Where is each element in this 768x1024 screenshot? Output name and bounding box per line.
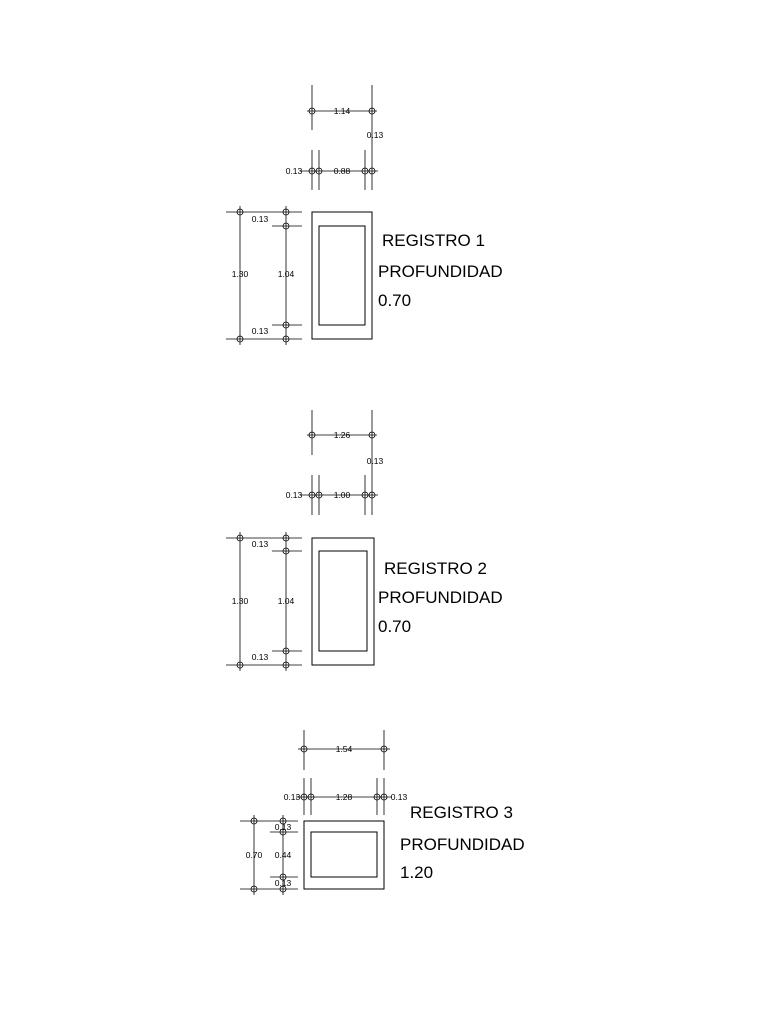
registro-3-wall-left-label: 0.13 (284, 792, 301, 802)
registro-2-wall-bottom-label: 0.13 (252, 652, 269, 662)
registro-3-overall-width-dim: 1.54 (298, 730, 390, 770)
registro-2-overall-width-dim: 1.26 (307, 410, 377, 455)
registro-1-title: REGISTRO 1 (382, 231, 485, 250)
registro-3-overall-height-dim: 0.70 (240, 815, 270, 895)
registro-3-overall-height-label: 0.70 (246, 850, 263, 860)
registro-3-title: REGISTRO 3 (410, 803, 513, 822)
registro-2-wall-top-label: 0.13 (252, 539, 269, 549)
registro-1: 1.14 0.13 0.88 0.13 1.30 (226, 85, 503, 345)
registro-1-overall-width-dim: 1.14 (307, 85, 377, 130)
registro-1-outer-wall (311, 211, 373, 340)
registro-1-wall-right-label: 0.13 (367, 130, 384, 140)
registro-3-depth-value: 1.20 (400, 863, 433, 882)
registro-2-wall-left-label: 0.13 (286, 490, 303, 500)
registro-2-wall-right-label: 0.13 (367, 456, 384, 466)
registro-2-inner-width-label: 1.00 (334, 490, 351, 500)
registro-1-depth-value: 0.70 (378, 291, 411, 310)
registro-2-depth-label: PROFUNDIDAD (378, 588, 503, 607)
registro-1-inner-height-label: 1.04 (278, 269, 295, 279)
registro-2-inner-wall (318, 550, 368, 652)
registro-2-outer-wall (311, 537, 375, 666)
registro-3-inner-width-label: 1.28 (336, 792, 353, 802)
registro-1-inner-width-label: 0.88 (334, 166, 351, 176)
registro-3-inner-height-label: 0.44 (275, 850, 292, 860)
registro-3-inner-wall (310, 831, 378, 878)
registro-3-inner-height-dim: 0.13 0.44 0.13 (270, 815, 298, 895)
registro-2-overall-width-label: 1.26 (334, 430, 351, 440)
registro-2-inner-width-dim: 0.13 1.00 0.13 (286, 455, 384, 515)
registro-2-inner-height-dim: 0.13 1.04 0.13 (252, 532, 302, 671)
registro-1-overall-width-label: 1.14 (334, 106, 351, 116)
registro-2-title: REGISTRO 2 (384, 559, 487, 578)
registro-1-inner-height-dim: 0.13 1.04 0.13 (252, 206, 302, 345)
registro-1-inner-wall (318, 225, 366, 326)
registro-3-outer-wall (303, 820, 385, 890)
registro-1-wall-bottom-label: 0.13 (252, 326, 269, 336)
registro-3: 1.54 0.13 1.28 0.13 0.70 (240, 730, 525, 895)
registro-1-depth-label: PROFUNDIDAD (378, 262, 503, 281)
registro-3-wall-right-label: 0.13 (391, 792, 408, 802)
registro-2-overall-height-dim: 1.30 (226, 532, 272, 671)
registro-1-overall-height-dim: 1.30 (226, 206, 272, 345)
registro-2-overall-height-label: 1.30 (232, 596, 249, 606)
registro-3-wall-top-label: 0.13 (275, 822, 292, 832)
registro-1-wall-top-label: 0.13 (252, 214, 269, 224)
registro-2-depth-value: 0.70 (378, 617, 411, 636)
registro-3-wall-bottom-label: 0.13 (275, 878, 292, 888)
registro-2: 1.26 0.13 1.00 0.13 1.30 (226, 410, 503, 671)
registro-3-inner-width-dim: 0.13 1.28 0.13 (284, 778, 408, 815)
registro-1-wall-left-label: 0.13 (286, 166, 303, 176)
registro-1-overall-height-label: 1.30 (232, 269, 249, 279)
registro-3-overall-width-label: 1.54 (336, 744, 353, 754)
registro-1-inner-width-dim: 0.13 0.88 0.13 (286, 130, 384, 190)
registro-3-depth-label: PROFUNDIDAD (400, 835, 525, 854)
registro-2-inner-height-label: 1.04 (278, 596, 295, 606)
